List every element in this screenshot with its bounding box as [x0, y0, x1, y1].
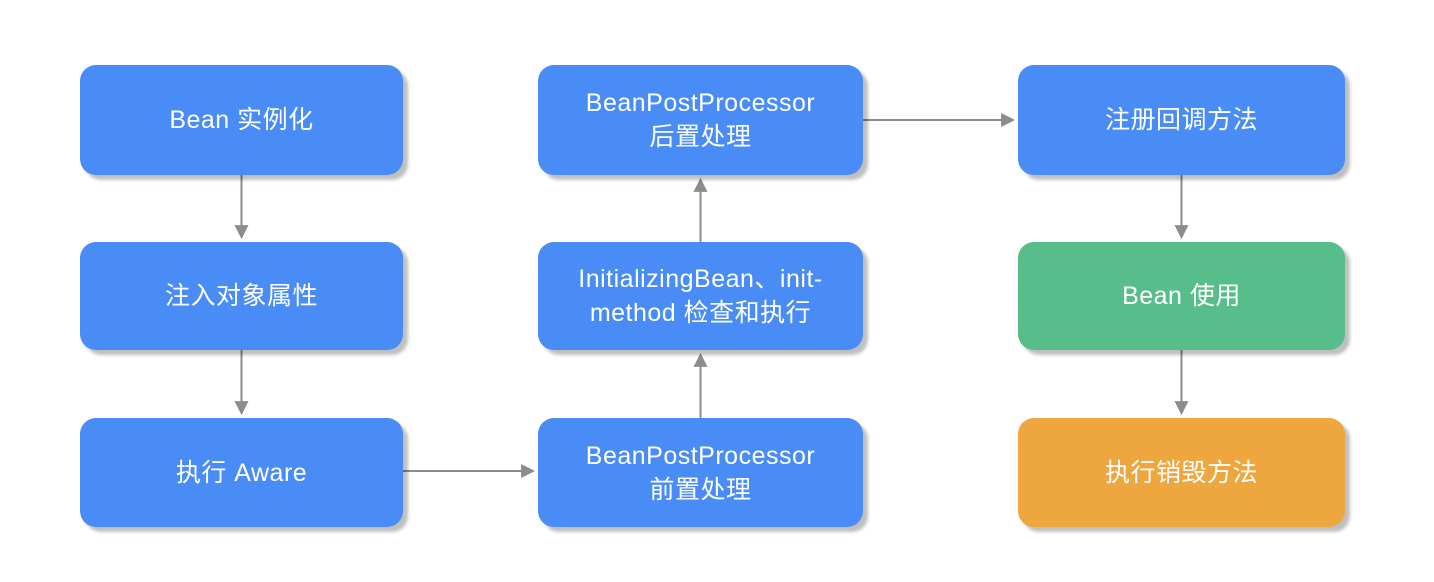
node-label-line2: method 检查和执行 [589, 299, 812, 327]
node-execute-destroy: 执行销毁方法 [1018, 418, 1345, 527]
node-beanpostprocessor-after: BeanPostProcessor 后置处理 [538, 65, 863, 175]
node-label-line1: BeanPostProcessor [585, 441, 816, 470]
node-label: Bean 实例化 [169, 106, 314, 134]
node-label-line2: 后置处理 [649, 123, 752, 151]
node-label: 注册回调方法 [1104, 106, 1258, 134]
node-label-line1: InitializingBean、init- [578, 265, 823, 293]
node-execute-aware: 执行 Aware [80, 418, 403, 527]
node-bean-use: Bean 使用 [1018, 242, 1345, 350]
node-label: Bean 使用 [1122, 282, 1241, 310]
node-label: 执行销毁方法 [1104, 458, 1258, 487]
node-beanpostprocessor-before: BeanPostProcessor 前置处理 [538, 418, 863, 527]
node-label: 注入对象属性 [164, 282, 318, 310]
node-label-line1: BeanPostProcessor [585, 89, 816, 117]
node-inject-properties: 注入对象属性 [80, 242, 403, 350]
node-label: 执行 Aware [175, 458, 308, 487]
node-initializingbean-init-method: InitializingBean、init- method 检查和执行 [538, 242, 863, 350]
node-label-line2: 前置处理 [649, 475, 752, 504]
node-register-callback: 注册回调方法 [1018, 65, 1345, 175]
node-bean-instantiation: Bean 实例化 [80, 65, 403, 175]
